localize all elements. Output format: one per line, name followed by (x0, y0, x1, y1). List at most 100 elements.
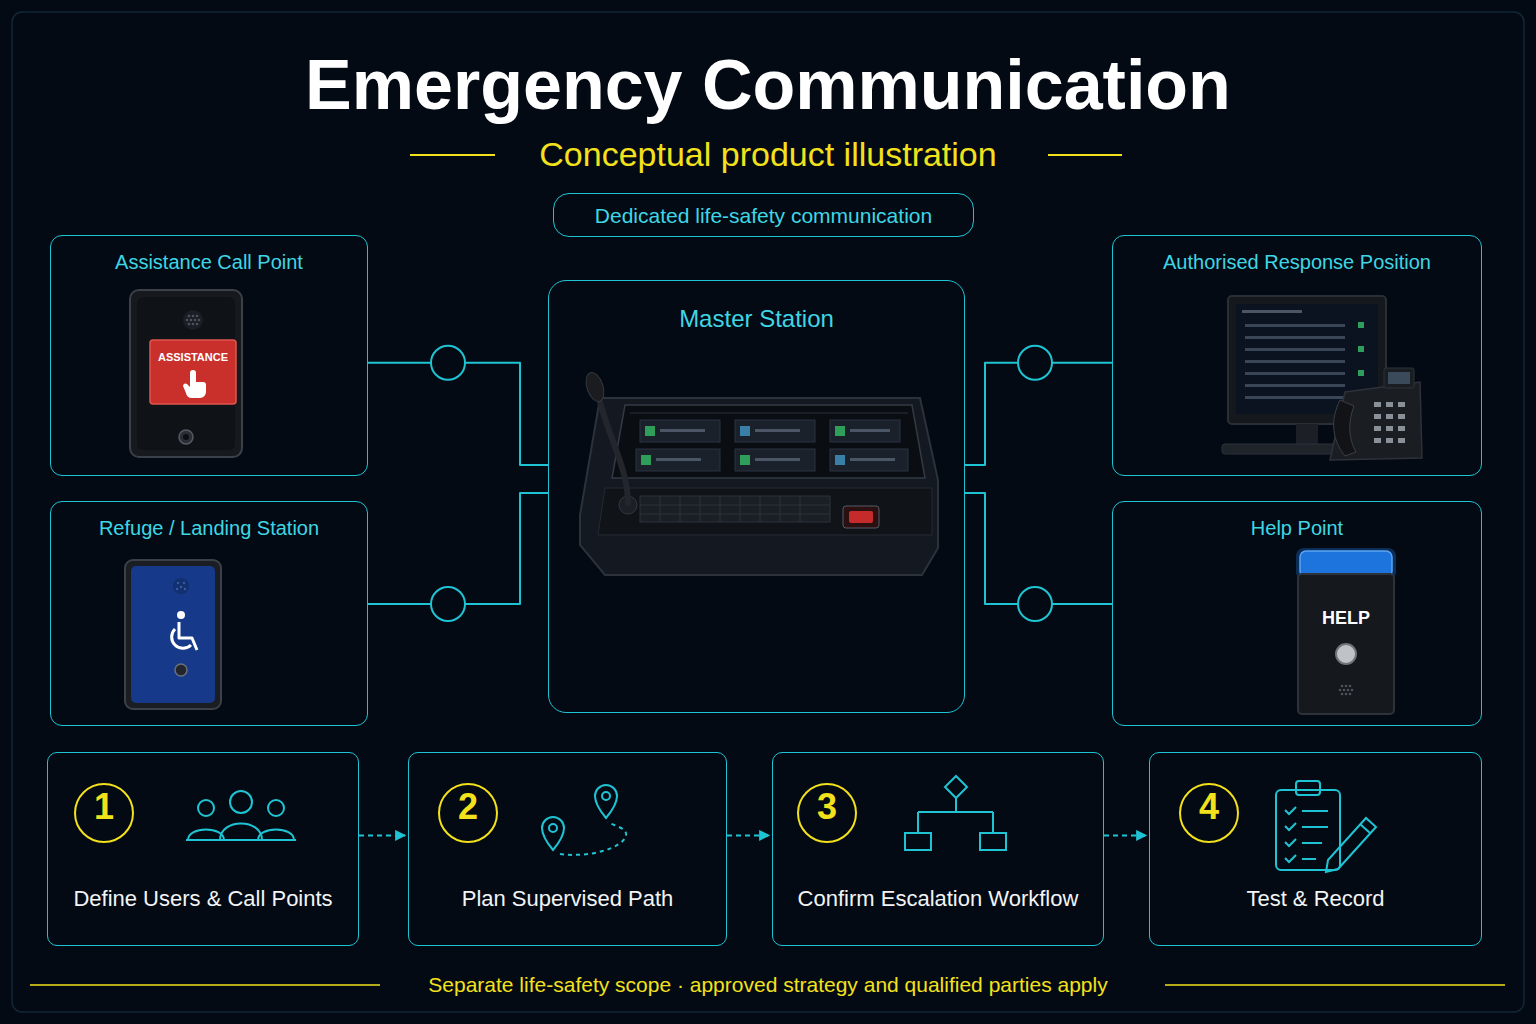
node-text: Define Users & Call Points (58, 886, 348, 912)
ellipse-shape (583, 370, 607, 403)
rect-shape (1242, 310, 1302, 313)
line-shape (1048, 154, 1122, 156)
circle-shape (177, 582, 179, 584)
rect-shape (740, 455, 750, 465)
circle-shape (1343, 689, 1346, 692)
circle-shape (183, 434, 189, 440)
step-box: Test & Record4 (1149, 752, 1482, 946)
g-shape (640, 496, 830, 522)
circle-shape (1345, 685, 1348, 688)
rect-shape (1374, 402, 1381, 407)
path-shape (542, 817, 564, 850)
rect-shape (636, 449, 720, 471)
line-shape (640, 505, 830, 506)
path-shape (595, 785, 617, 818)
junction-circle (1018, 587, 1052, 621)
line-shape (780, 496, 781, 522)
master-station-console (580, 370, 938, 575)
response-workstation (1222, 296, 1422, 460)
rect-shape (830, 449, 908, 471)
rect-shape (849, 511, 873, 523)
circle-shape (198, 319, 201, 322)
master-station-panel: Master Station (548, 280, 965, 713)
line-shape (1302, 810, 1328, 812)
step-arrow (359, 834, 405, 836)
circle-shape (190, 319, 193, 322)
circle-shape (602, 792, 610, 800)
rect-shape (1374, 414, 1381, 419)
step-number-circle: 2 (438, 783, 498, 843)
line-shape (917, 812, 919, 833)
line-shape (630, 413, 908, 414)
step-box: Define Users & Call Points1 (47, 752, 359, 946)
g-shape (1374, 402, 1405, 443)
circle-shape (179, 430, 193, 444)
button-legend: ASSISTANCE (158, 351, 228, 364)
line-shape (410, 154, 495, 156)
rect-shape (735, 449, 815, 471)
rect-shape (1296, 781, 1320, 795)
refuge-station-device (125, 560, 221, 709)
line-shape (1302, 826, 1328, 828)
rect-shape (1386, 426, 1393, 431)
node-text: Authorised Response Position (1125, 250, 1469, 274)
node-text: Confirm Escalation Workflow (783, 886, 1093, 912)
line-shape (186, 839, 296, 841)
device-panel: Authorised Response Position (1112, 235, 1482, 476)
rect-shape (835, 426, 845, 436)
g-shape (1358, 322, 1364, 400)
line-shape (660, 496, 661, 522)
node-text: 4 (1181, 785, 1237, 828)
circle-shape (188, 323, 191, 326)
rect-shape (1245, 372, 1345, 375)
rect-shape (1298, 574, 1394, 714)
path-shape (1330, 382, 1422, 460)
rect-shape (1386, 438, 1393, 443)
circle-shape (183, 310, 203, 330)
rect-shape (640, 496, 830, 522)
junction-circle (1018, 346, 1052, 380)
junction-circle (431, 346, 465, 380)
line-shape (640, 514, 830, 515)
circle-shape (1351, 689, 1354, 692)
circle-shape (180, 586, 182, 588)
circle-shape (196, 323, 199, 326)
pill-box: Dedicated life-safety communication (553, 193, 974, 237)
line-shape (1302, 858, 1316, 860)
path-shape (1326, 818, 1376, 872)
rect-shape (640, 420, 720, 442)
line-shape (30, 984, 380, 986)
circle-shape (184, 588, 186, 590)
node-text: 2 (440, 785, 496, 828)
g-shape (1245, 324, 1345, 399)
step-box: Plan Supervised Path2 (408, 752, 727, 946)
line-shape (992, 812, 994, 833)
rect-shape (843, 506, 879, 528)
workflow-icon (905, 776, 1006, 850)
step-arrow (1104, 834, 1146, 836)
device-panel: Assistance Call Point (50, 235, 368, 476)
path-shape (600, 402, 628, 503)
line-shape (1165, 984, 1505, 986)
circle-shape (230, 791, 252, 813)
rect-shape (735, 420, 815, 442)
node-text: Dedicated life-safety communication (568, 203, 959, 228)
rect-shape (656, 458, 701, 461)
rect-shape (125, 560, 221, 709)
rect-shape (1245, 336, 1345, 339)
circle-shape (183, 582, 185, 584)
path-shape (172, 629, 191, 648)
device-panel: Help Point (1112, 501, 1482, 726)
path-shape (188, 830, 224, 841)
rect-shape (150, 340, 236, 404)
circle-shape (1349, 685, 1352, 688)
link-line (368, 363, 548, 465)
circle-shape (1345, 693, 1348, 696)
button-legend: HELP (1322, 608, 1370, 630)
route-icon (542, 785, 626, 855)
rect-shape (641, 455, 651, 465)
rect-shape (980, 833, 1006, 850)
circle-shape (1349, 693, 1352, 696)
circle-shape (194, 319, 197, 322)
rect-shape (1398, 414, 1405, 419)
